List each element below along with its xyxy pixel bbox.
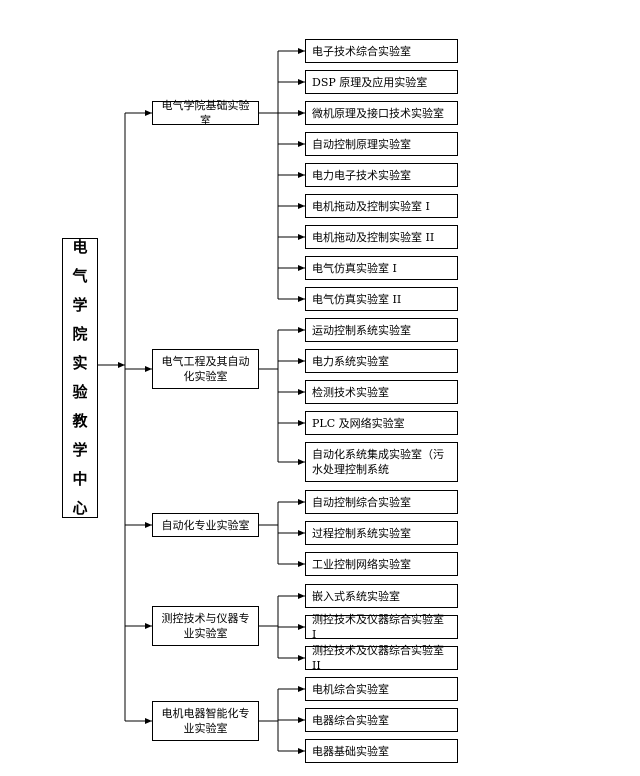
group-label: 电气学院基础实验室 xyxy=(161,99,250,127)
lab-label: PLC 及网络实验室 xyxy=(312,416,405,430)
group-label: 自动化专业实验室 xyxy=(161,518,250,532)
lab-label: 测控技术及仪器综合实验室 I xyxy=(312,613,444,641)
lab-box: 电机拖动及控制实验室 II xyxy=(305,225,458,249)
lab-box: 嵌入式系统实验室 xyxy=(305,584,458,608)
lab-box: 电力电子技术实验室 xyxy=(305,163,458,187)
lab-box: 过程控制系统实验室 xyxy=(305,521,458,545)
lab-box: 电力系统实验室 xyxy=(305,349,458,373)
group-box-4: 测控技术与仪器专业实验室 xyxy=(152,606,259,646)
lab-box: 运动控制系统实验室 xyxy=(305,318,458,342)
lab-label: 过程控制系统实验室 xyxy=(312,526,411,540)
lab-label: 电力电子技术实验室 xyxy=(312,168,411,182)
lab-label: 自动化系统集成实验室（污水处理控制系统 xyxy=(312,448,444,476)
lab-box: 测控技术及仪器综合实验室 II xyxy=(305,644,458,672)
lab-box: 自动控制综合实验室 xyxy=(305,490,458,514)
lab-label: DSP 原理及应用实验室 xyxy=(312,75,428,89)
lab-box: PLC 及网络实验室 xyxy=(305,411,458,435)
lab-label: 工业控制网络实验室 xyxy=(312,557,411,571)
root-label: 电气学院实验教学中心 xyxy=(72,238,88,517)
lab-label: 电器综合实验室 xyxy=(312,713,389,727)
group-box-3: 自动化专业实验室 xyxy=(152,513,259,537)
lab-box: 检测技术实验室 xyxy=(305,380,458,404)
lab-label: 电机综合实验室 xyxy=(312,682,389,696)
lab-label: 嵌入式系统实验室 xyxy=(312,589,400,603)
group-box-2: 电气工程及其自动化实验室 xyxy=(152,349,259,389)
group-label: 电机电器智能化专业实验室 xyxy=(161,707,250,735)
group-box-5: 电机电器智能化专业实验室 xyxy=(152,701,259,741)
lab-box: 电气仿真实验室 II xyxy=(305,287,458,311)
lab-box: 自动控制原理实验室 xyxy=(305,132,458,156)
lab-label: 测控技术及仪器综合实验室 II xyxy=(312,644,444,672)
lab-label: 电子技术综合实验室 xyxy=(312,44,411,58)
lab-box: 测控技术及仪器综合实验室 I xyxy=(305,613,458,641)
lab-label: 电机拖动及控制实验室 II xyxy=(312,230,435,244)
lab-box: 电器基础实验室 xyxy=(305,739,458,763)
group-label: 测控技术与仪器专业实验室 xyxy=(161,612,250,640)
lab-label: 电机拖动及控制实验室 I xyxy=(312,199,430,213)
lab-label: 电力系统实验室 xyxy=(312,354,389,368)
lab-box: 工业控制网络实验室 xyxy=(305,552,458,576)
lab-box: 电气仿真实验室 I xyxy=(305,256,458,280)
lab-label: 检测技术实验室 xyxy=(312,385,389,399)
lab-label: 运动控制系统实验室 xyxy=(312,323,411,337)
lab-box: 电机综合实验室 xyxy=(305,677,458,701)
group-box-1: 电气学院基础实验室 xyxy=(152,99,259,127)
lab-box: 微机原理及接口技术实验室 xyxy=(305,101,458,125)
lab-box: 自动化系统集成实验室（污水处理控制系统 xyxy=(305,442,458,482)
lab-label: 微机原理及接口技术实验室 xyxy=(312,106,444,120)
lab-label: 自动控制综合实验室 xyxy=(312,495,411,509)
lab-label: 电气仿真实验室 I xyxy=(312,261,397,275)
lab-box: DSP 原理及应用实验室 xyxy=(305,70,458,94)
lab-box: 电机拖动及控制实验室 I xyxy=(305,194,458,218)
lab-box: 电子技术综合实验室 xyxy=(305,39,458,63)
lab-label: 自动控制原理实验室 xyxy=(312,137,411,151)
root-box: 电气学院实验教学中心 xyxy=(62,238,98,518)
lab-box: 电器综合实验室 xyxy=(305,708,458,732)
lab-label: 电器基础实验室 xyxy=(312,744,389,758)
lab-label: 电气仿真实验室 II xyxy=(312,292,402,306)
group-label: 电气工程及其自动化实验室 xyxy=(161,355,250,383)
